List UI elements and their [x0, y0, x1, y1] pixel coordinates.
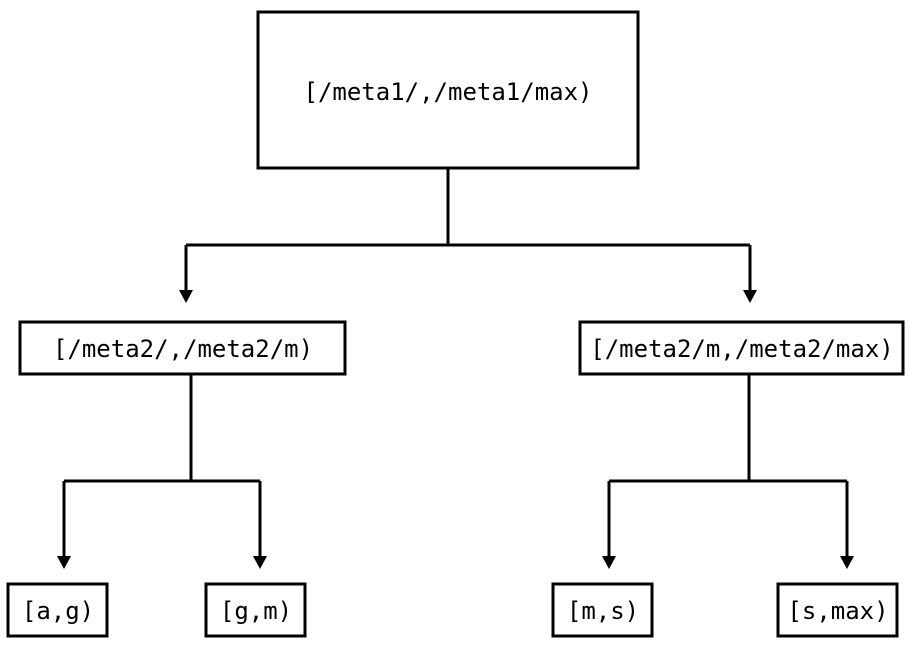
arrowhead-to-level2-left — [179, 290, 193, 303]
arrowhead-to-leaf-a-g — [57, 556, 71, 569]
node-leaf-s-max-box — [776, 582, 899, 638]
arrowhead-to-level2-right — [743, 290, 757, 303]
node-leaf-m-s-label: [m,s) — [567, 597, 639, 625]
node-leaf-a-g-box — [6, 582, 109, 638]
node-leaf-g-m[interactable]: [g,m) — [204, 582, 307, 638]
node-leaf-m-s[interactable]: [m,s) — [551, 582, 654, 638]
node-level2-right-box — [578, 320, 905, 376]
node-leaf-m-s-box — [551, 582, 654, 638]
arrowhead-to-leaf-g-m — [253, 556, 267, 569]
edge-level2-right-to-leaves — [602, 374, 854, 569]
node-level2-left-label: [/meta2/,/meta2/m) — [53, 335, 313, 363]
arrowhead-to-leaf-s-max — [840, 556, 854, 569]
node-root[interactable]: [/meta1/,/meta1/max) — [256, 10, 640, 170]
node-leaf-s-max[interactable]: [s,max) — [776, 582, 899, 638]
node-leaf-a-g[interactable]: [a,g) — [6, 582, 109, 638]
node-leaf-g-m-box — [204, 582, 307, 638]
arrowhead-to-leaf-m-s — [602, 556, 616, 569]
node-level2-right[interactable]: [/meta2/m,/meta2/max) — [578, 320, 905, 376]
node-root-box — [256, 10, 640, 170]
node-level2-left-box — [18, 320, 347, 376]
node-level2-right-label: [/meta2/m,/meta2/max) — [590, 335, 893, 363]
node-leaf-g-m-label: [g,m) — [220, 597, 292, 625]
node-leaf-a-g-label: [a,g) — [22, 597, 94, 625]
edge-root-to-level2-left — [179, 168, 750, 303]
edge-level2-left-to-leaves — [57, 374, 267, 569]
node-root-label: [/meta1/,/meta1/max) — [304, 78, 593, 106]
node-leaf-s-max-label: [s,max) — [787, 597, 888, 625]
node-level2-left[interactable]: [/meta2/,/meta2/m) — [18, 320, 347, 376]
edge-root-to-level2-right — [743, 245, 757, 303]
